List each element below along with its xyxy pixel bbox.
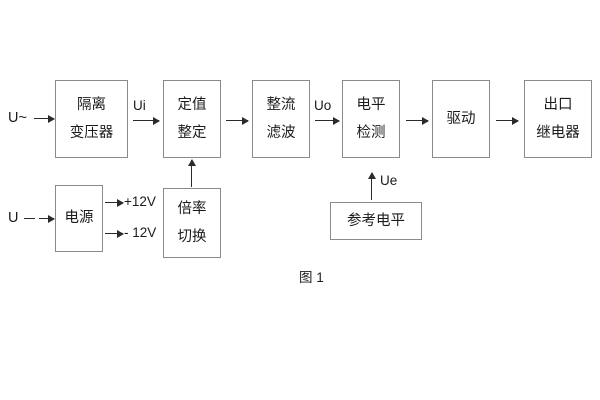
arrow-power-supply-negative (105, 233, 123, 235)
block-reference-level-line1: 参考电平 (347, 212, 405, 229)
block-output-relay-line2: 继电器 (536, 124, 580, 141)
block-rectify-filter-line2: 滤波 (266, 124, 296, 141)
supply-label-positive: +12V (124, 194, 156, 209)
block-multiplier-switch: 倍率 切换 (163, 188, 221, 258)
block-isolation-transformer-line2: 变压器 (69, 124, 114, 141)
arrow-setting-value-to-rectify-filter (226, 120, 248, 122)
block-drive-line1: 驱动 (446, 110, 476, 127)
block-power-supply-line1: 电源 (64, 210, 94, 227)
arrow-input-dc-to-power-supply (39, 218, 54, 220)
block-setting-value-line2: 整定 (177, 124, 207, 141)
block-output-relay: 出口 继电器 (524, 80, 592, 158)
block-reference-level: 参考电平 (330, 202, 422, 240)
signal-label-ui: Ui (133, 98, 146, 113)
arrow-input-ac-to-isolation-transformer (34, 118, 54, 120)
block-level-detection: 电平 检测 (342, 80, 400, 158)
arrow-power-supply-positive (105, 202, 123, 204)
block-multiplier-switch-line1: 倍率 (177, 201, 207, 217)
block-isolation-transformer-line1: 隔离 (77, 97, 106, 113)
arrow-isolation-transformer-to-setting-value (133, 120, 159, 122)
block-drive: 驱动 (432, 80, 490, 158)
figure-caption: 图 1 (299, 270, 324, 285)
signal-label-ue: Ue (380, 173, 398, 188)
arrow-rectify-filter-to-level-detection (315, 120, 339, 122)
input-dc-dash-segment (24, 218, 35, 220)
block-output-relay-line1: 出口 (543, 97, 573, 113)
block-level-detection-line1: 电平 (356, 97, 386, 113)
input-label-ac: U~ (8, 110, 27, 126)
block-setting-value-line1: 定值 (177, 97, 207, 113)
block-multiplier-switch-line2: 切换 (177, 228, 207, 245)
input-label-dc: U (8, 210, 19, 226)
block-setting-value: 定值 整定 (163, 80, 221, 158)
arrow-reference-level-to-level-detection (371, 173, 373, 200)
supply-label-negative: - 12V (124, 225, 157, 240)
block-rectify-filter-line1: 整流 (266, 97, 296, 113)
block-isolation-transformer: 隔离 变压器 (55, 80, 128, 158)
arrow-multiplier-switch-to-setting-value (191, 160, 193, 187)
signal-label-uo: Uo (314, 98, 332, 113)
arrow-level-detection-to-drive (406, 120, 428, 122)
arrow-drive-to-output-relay (496, 120, 518, 122)
block-power-supply: 电源 (55, 185, 103, 252)
block-rectify-filter: 整流 滤波 (252, 80, 310, 158)
block-level-detection-line2: 检测 (356, 124, 386, 141)
